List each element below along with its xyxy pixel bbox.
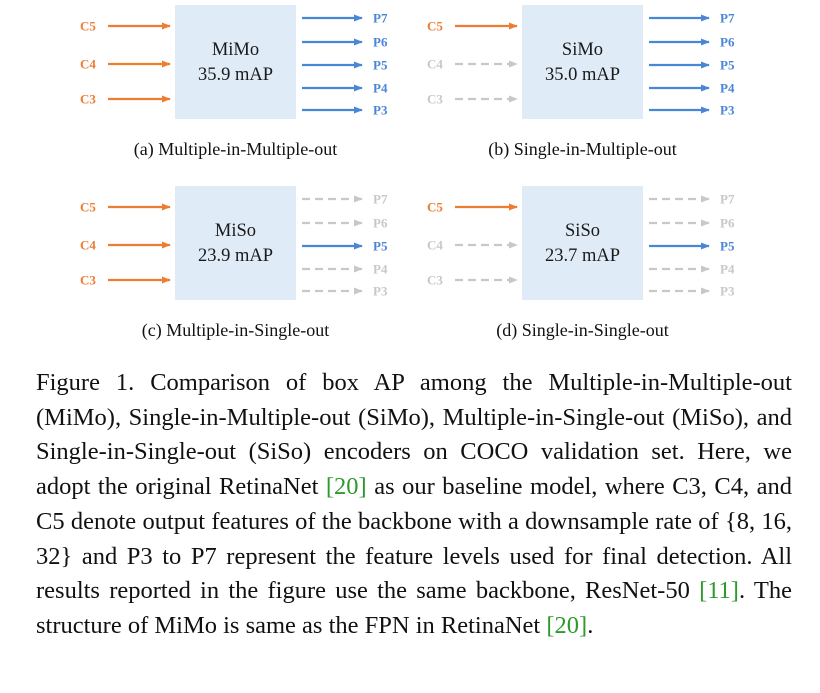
encoder-name-siso: SiSo <box>565 221 600 241</box>
input-label-c3: C3 <box>427 273 443 288</box>
output-label-p7: P7 <box>720 11 735 26</box>
input-label-c5: C5 <box>80 19 96 34</box>
output-label-p6: P6 <box>720 35 735 50</box>
encoder-map-siso: 23.7 mAP <box>545 246 620 266</box>
citation-link-20[interactable]: [20] <box>325 473 367 501</box>
caption-text-3: . The structure of MiMo is same as the F… <box>36 577 792 639</box>
output-label-p7: P7 <box>373 11 388 26</box>
subcaption-mimo: (a) Multiple-in-Multiple-out <box>134 139 337 160</box>
output-label-p3: P3 <box>720 103 735 118</box>
encoder-box-miso <box>175 186 296 300</box>
output-label-p4: P4 <box>720 262 735 277</box>
output-label-p3: P3 <box>373 103 388 118</box>
output-label-p5: P5 <box>720 239 735 254</box>
input-label-c4: C4 <box>427 57 443 72</box>
caption-text-4: . <box>587 611 594 639</box>
encoder-map-mimo: 35.9 mAP <box>198 65 273 85</box>
encoder-box-mimo <box>175 5 296 119</box>
input-label-c3: C3 <box>80 92 96 107</box>
subcaption-siso: (d) Single-in-Single-out <box>496 320 668 341</box>
subcaption-miso: (c) Multiple-in-Single-out <box>142 320 329 341</box>
output-label-p3: P3 <box>373 284 388 299</box>
output-label-p4: P4 <box>373 81 388 96</box>
encoder-map-miso: 23.9 mAP <box>198 246 273 266</box>
input-label-c4: C4 <box>80 57 96 72</box>
citation-link-11[interactable]: [11] <box>699 577 739 605</box>
input-label-c5: C5 <box>427 200 443 215</box>
encoder-name-mimo: MiMo <box>212 40 259 60</box>
output-label-p5: P5 <box>373 58 388 73</box>
caption-text-2: as our baseline model, where C3, C4, and… <box>36 473 792 605</box>
input-label-c3: C3 <box>80 273 96 288</box>
encoder-box-simo <box>522 5 643 119</box>
output-label-p4: P4 <box>720 81 735 96</box>
input-label-c5: C5 <box>80 200 96 215</box>
output-label-p6: P6 <box>373 35 388 50</box>
output-label-p5: P5 <box>720 58 735 73</box>
output-label-p6: P6 <box>373 216 388 231</box>
citation-link-20b[interactable]: [20] <box>546 611 588 639</box>
input-label-c3: C3 <box>427 92 443 107</box>
input-label-c4: C4 <box>80 238 96 253</box>
subcaption-simo: (b) Single-in-Multiple-out <box>488 139 676 160</box>
encoder-name-miso: MiSo <box>215 221 256 241</box>
output-label-p6: P6 <box>720 216 735 231</box>
caption-text-1: Figure 1. Comparison of box AP among the… <box>36 369 792 501</box>
input-label-c5: C5 <box>427 19 443 34</box>
encoder-map-simo: 35.0 mAP <box>545 65 620 85</box>
output-label-p3: P3 <box>720 284 735 299</box>
figure-caption: Figure 1. Comparison of box AP among the… <box>36 366 792 644</box>
encoder-box-siso <box>522 186 643 300</box>
output-label-p7: P7 <box>720 192 735 207</box>
encoder-name-simo: SiMo <box>562 40 603 60</box>
output-label-p7: P7 <box>373 192 388 207</box>
output-label-p5: P5 <box>373 239 388 254</box>
input-label-c4: C4 <box>427 238 443 253</box>
output-label-p4: P4 <box>373 262 388 277</box>
